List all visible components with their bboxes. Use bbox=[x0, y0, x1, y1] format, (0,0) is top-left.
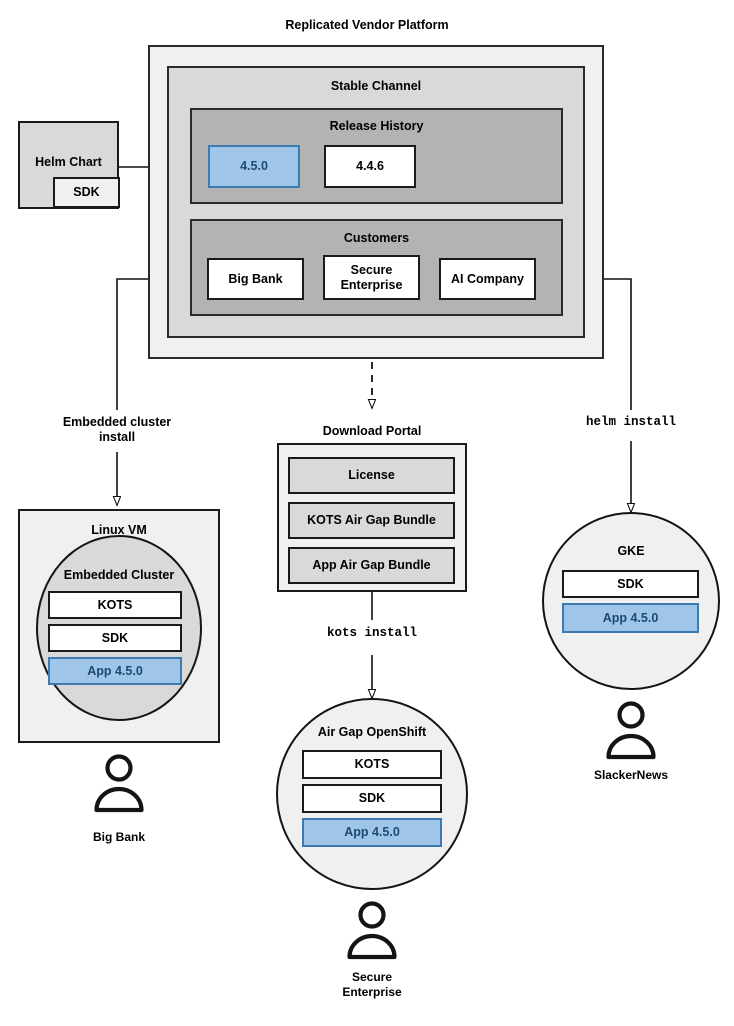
artifact-label: License bbox=[348, 468, 395, 483]
actor-head bbox=[105, 754, 133, 782]
customer-card-secure-enterprise[interactable]: Secure Enterprise bbox=[323, 255, 420, 300]
actor-label-big-bank: Big Bank bbox=[92, 830, 145, 844]
sdk-label: SDK bbox=[73, 185, 100, 200]
air-gap-openshift-title: Air Gap OpenShift bbox=[317, 725, 427, 739]
release-history-title: Release History bbox=[329, 119, 424, 133]
component-label: KOTS bbox=[97, 597, 133, 612]
component-label: App 4.5.0 bbox=[344, 825, 400, 840]
customers-title: Customers bbox=[343, 231, 410, 245]
actor-label-secure-enterprise: Secure Enterprise bbox=[342, 970, 402, 999]
openshift-component-app[interactable]: App 4.5.0 bbox=[302, 818, 442, 847]
gke-title: GKE bbox=[617, 544, 645, 558]
gke-ellipse[interactable] bbox=[542, 512, 720, 690]
download-portal-artifact-kots-bundle[interactable]: KOTS Air Gap Bundle bbox=[288, 502, 455, 539]
helm-chart-sdk-node[interactable]: SDK bbox=[53, 177, 120, 208]
gke-component-sdk[interactable]: SDK bbox=[562, 570, 699, 598]
helm-chart-label: Helm Chart bbox=[35, 155, 102, 169]
download-portal-artifact-app-bundle[interactable]: App Air Gap Bundle bbox=[288, 547, 455, 584]
embedded-cluster-title: Embedded Cluster bbox=[63, 568, 175, 582]
linux-vm-component-kots[interactable]: KOTS bbox=[48, 591, 182, 619]
actor-body bbox=[606, 733, 656, 760]
diagram-title: Replicated Vendor Platform bbox=[285, 18, 449, 32]
linux-vm-component-app[interactable]: App 4.5.0 bbox=[48, 657, 182, 685]
actor-body bbox=[94, 786, 144, 813]
artifact-label: KOTS Air Gap Bundle bbox=[307, 513, 436, 528]
customer-card-ai-company[interactable]: AI Company bbox=[439, 258, 536, 300]
component-label: KOTS bbox=[354, 757, 390, 772]
component-label: SDK bbox=[101, 630, 129, 645]
linux-vm-title: Linux VM bbox=[91, 523, 147, 537]
gke-component-app[interactable]: App 4.5.0 bbox=[562, 603, 699, 633]
actor-body bbox=[347, 933, 397, 960]
actor-icon-secure-enterprise bbox=[347, 901, 397, 960]
openshift-component-kots[interactable]: KOTS bbox=[302, 750, 442, 779]
linux-vm-component-sdk[interactable]: SDK bbox=[48, 624, 182, 652]
customer-name-label: Secure Enterprise bbox=[340, 262, 403, 292]
actor-head bbox=[617, 701, 645, 729]
component-label: SDK bbox=[617, 576, 644, 591]
release-card-4-4-6[interactable]: 4.4.6 bbox=[324, 145, 416, 188]
release-version-label: 4.5.0 bbox=[240, 159, 268, 174]
customer-card-big-bank[interactable]: Big Bank bbox=[207, 258, 304, 300]
actor-label-slackernews: SlackerNews bbox=[593, 768, 669, 782]
edge-label-embedded-cluster-install: Embedded cluster install bbox=[62, 415, 172, 444]
component-label: App 4.5.0 bbox=[87, 663, 143, 678]
actor-icon-big-bank bbox=[94, 754, 144, 813]
download-portal-title: Download Portal bbox=[322, 424, 422, 438]
customer-name-label: Big Bank bbox=[228, 271, 283, 286]
openshift-component-sdk[interactable]: SDK bbox=[302, 784, 442, 813]
actor-icon-slackernews bbox=[606, 701, 656, 760]
edge-label-helm-install: helm install bbox=[585, 415, 676, 429]
component-label: App 4.5.0 bbox=[602, 610, 659, 625]
component-label: SDK bbox=[358, 791, 386, 806]
release-card-4-5-0[interactable]: 4.5.0 bbox=[208, 145, 300, 188]
stable-channel-title: Stable Channel bbox=[330, 79, 422, 93]
release-version-label: 4.4.6 bbox=[356, 159, 384, 174]
actor-head bbox=[358, 901, 386, 929]
artifact-label: App Air Gap Bundle bbox=[312, 558, 431, 573]
download-portal-artifact-license[interactable]: License bbox=[288, 457, 455, 494]
customer-name-label: AI Company bbox=[451, 271, 524, 286]
edge-label-kots-install: kots install bbox=[326, 626, 417, 640]
